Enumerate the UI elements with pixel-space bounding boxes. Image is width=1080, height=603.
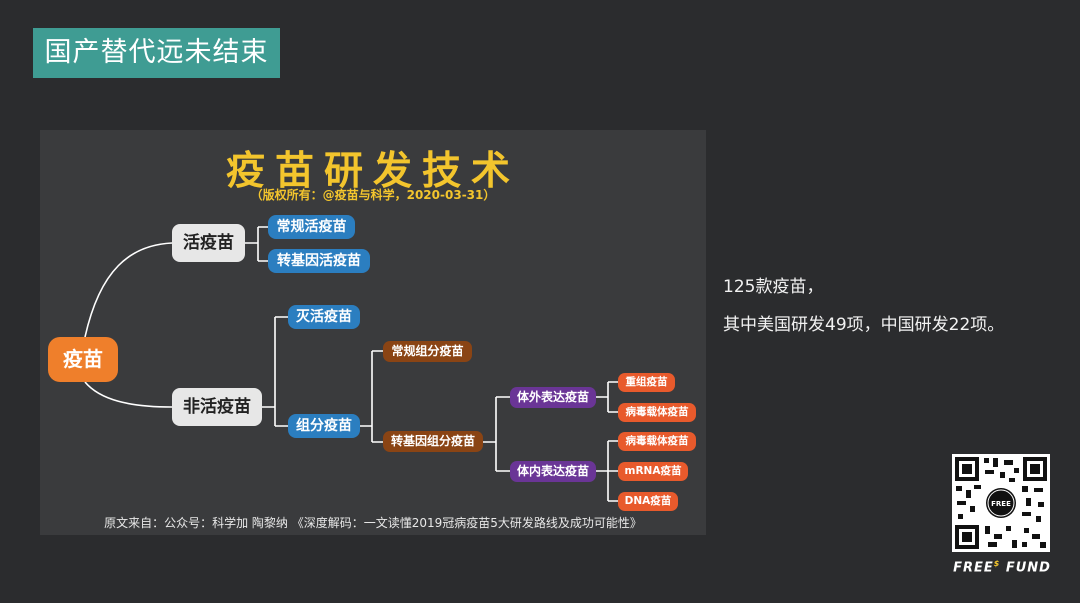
link-invitro-children xyxy=(596,381,618,413)
node-inactivated: 灭活疫苗 xyxy=(288,305,360,329)
brand-logo: FREE$ FUND xyxy=(950,559,1054,575)
brand-left: FREE xyxy=(953,560,994,576)
link-transgenic-children xyxy=(483,396,510,472)
node-subunit: 组分疫苗 xyxy=(288,414,360,438)
brand-dollar: $ xyxy=(993,559,1001,568)
mindmap-connectors xyxy=(84,226,618,502)
node-transgenic-live: 转基因活疫苗 xyxy=(268,249,370,273)
node-in-vitro: 体外表达疫苗 xyxy=(510,387,596,408)
link-nonlive-children xyxy=(262,316,288,427)
node-conventional-subunit: 常规组分疫苗 xyxy=(383,341,472,362)
node-root: 疫苗 xyxy=(48,337,118,382)
slide-title: 国产替代远未结束 xyxy=(33,28,280,78)
node-recombinant: 重组疫苗 xyxy=(618,373,675,392)
qr-badge-text: FREE xyxy=(991,500,1011,508)
node-conventional-live: 常规活疫苗 xyxy=(268,215,355,239)
mindmap-title: 疫苗研发技术 xyxy=(225,149,520,194)
node-in-vivo: 体内表达疫苗 xyxy=(510,461,596,482)
mindmap-subtitle: （版权所有：@疫苗与科学，2020-03-31） xyxy=(250,188,496,202)
link-invivo-children xyxy=(596,440,618,502)
node-non-live: 非活疫苗 xyxy=(172,388,262,426)
vaccine-mindmap: 疫苗研发技术 （版权所有：@疫苗与科学，2020-03-31） 疫苗 活疫苗 常… xyxy=(40,130,706,535)
node-transgenic-subunit: 转基因组分疫苗 xyxy=(383,431,483,452)
source-citation: 原文来自：公众号：科学加 陶黎纳 《深度解码：一文读懂2019冠病疫苗5大研发路… xyxy=(104,516,642,530)
link-root-nonlive xyxy=(84,381,173,408)
node-viral-vector-vivo: 病毒载体疫苗 xyxy=(618,432,696,451)
link-subunit-children xyxy=(360,350,383,443)
link-root-live xyxy=(84,242,173,338)
node-mrna: mRNA疫苗 xyxy=(618,462,688,481)
link-live-children xyxy=(245,226,268,262)
country-breakdown-text: 其中美国研发49项，中国研发22项。 xyxy=(723,315,1005,335)
qr-pattern: FREE xyxy=(955,457,1047,549)
node-live: 活疫苗 xyxy=(172,224,245,262)
node-viral-vector-vitro: 病毒载体疫苗 xyxy=(618,403,696,422)
node-dna: DNA疫苗 xyxy=(618,492,678,511)
vaccine-count-text: 125款疫苗， xyxy=(723,277,824,297)
qr-code[interactable]: FREE xyxy=(952,454,1050,552)
brand-right: FUND xyxy=(1005,560,1051,576)
